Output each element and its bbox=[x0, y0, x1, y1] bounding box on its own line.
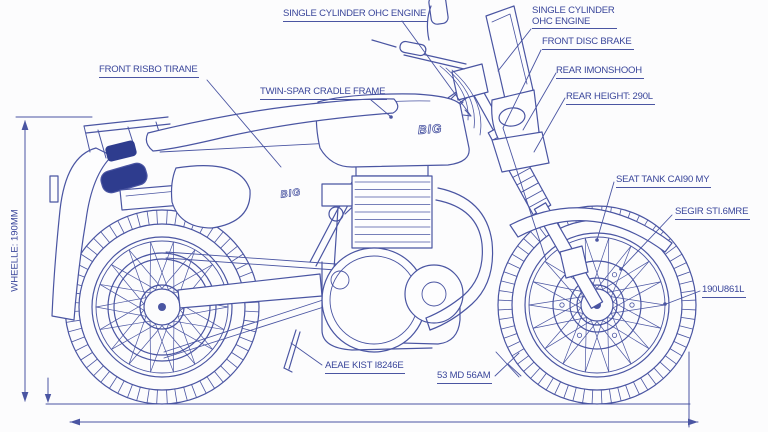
muffler-tip bbox=[100, 162, 148, 194]
side-badge: BIG bbox=[280, 187, 302, 201]
cables bbox=[439, 65, 469, 121]
callout-twin-spar-frame: TWIN-SPAR CRADLE FRAME bbox=[260, 86, 388, 100]
callout-engine-left: SINGLE CYLINDER OHC ENGINE bbox=[283, 8, 429, 22]
rear-fender bbox=[51, 147, 113, 321]
callout-engine-right: SINGLE CYLINDER OHC ENGINE bbox=[532, 5, 617, 29]
mirror bbox=[428, 0, 449, 25]
seat bbox=[145, 98, 399, 152]
callout-front-disc-brake: FRONT DISC BRAKE bbox=[542, 36, 634, 50]
windscreen bbox=[485, 5, 534, 104]
callout-stand: AEAE KIST I8246E bbox=[325, 360, 406, 374]
taillight bbox=[105, 140, 137, 162]
cross-mark bbox=[494, 351, 520, 378]
rear-bodywork bbox=[49, 116, 251, 321]
clutch-cover bbox=[404, 264, 464, 324]
callout-front-spokes: 190U861L bbox=[702, 284, 747, 298]
front-wheel bbox=[497, 205, 697, 405]
callout-wheelbase: WHEELLE: 190MM bbox=[9, 209, 21, 292]
callout-seat-tank: SEAT TANK CAI90 MY bbox=[616, 174, 712, 188]
engine bbox=[321, 159, 464, 353]
callout-front-tire: FRONT RISBO TIRANE bbox=[99, 64, 200, 78]
triple-clamp bbox=[451, 63, 489, 101]
front-fender bbox=[509, 207, 673, 253]
callout-segir: SEGIR STI.6MRE bbox=[675, 206, 751, 220]
leader-lines bbox=[206, 20, 701, 378]
callout-rear-height: REAR HEIGHT: 290L bbox=[566, 91, 655, 105]
brake-caliper bbox=[559, 245, 589, 279]
callout-ground: 53 MD 56AM bbox=[437, 370, 493, 384]
rear-wheel bbox=[64, 209, 260, 405]
front-end bbox=[371, 0, 673, 309]
exhaust-header bbox=[425, 187, 494, 331]
side-panel bbox=[170, 165, 251, 229]
swingarm-chain bbox=[163, 251, 337, 359]
tank-badge: BIG bbox=[417, 121, 442, 137]
brake-lever bbox=[371, 39, 397, 48]
kickstand bbox=[283, 329, 297, 369]
carburetor bbox=[321, 183, 353, 207]
callout-rear-shock: REAR IMONSHOOH bbox=[556, 65, 644, 79]
headlight bbox=[498, 107, 526, 127]
fender-reflector bbox=[49, 175, 59, 203]
grip bbox=[399, 40, 427, 57]
